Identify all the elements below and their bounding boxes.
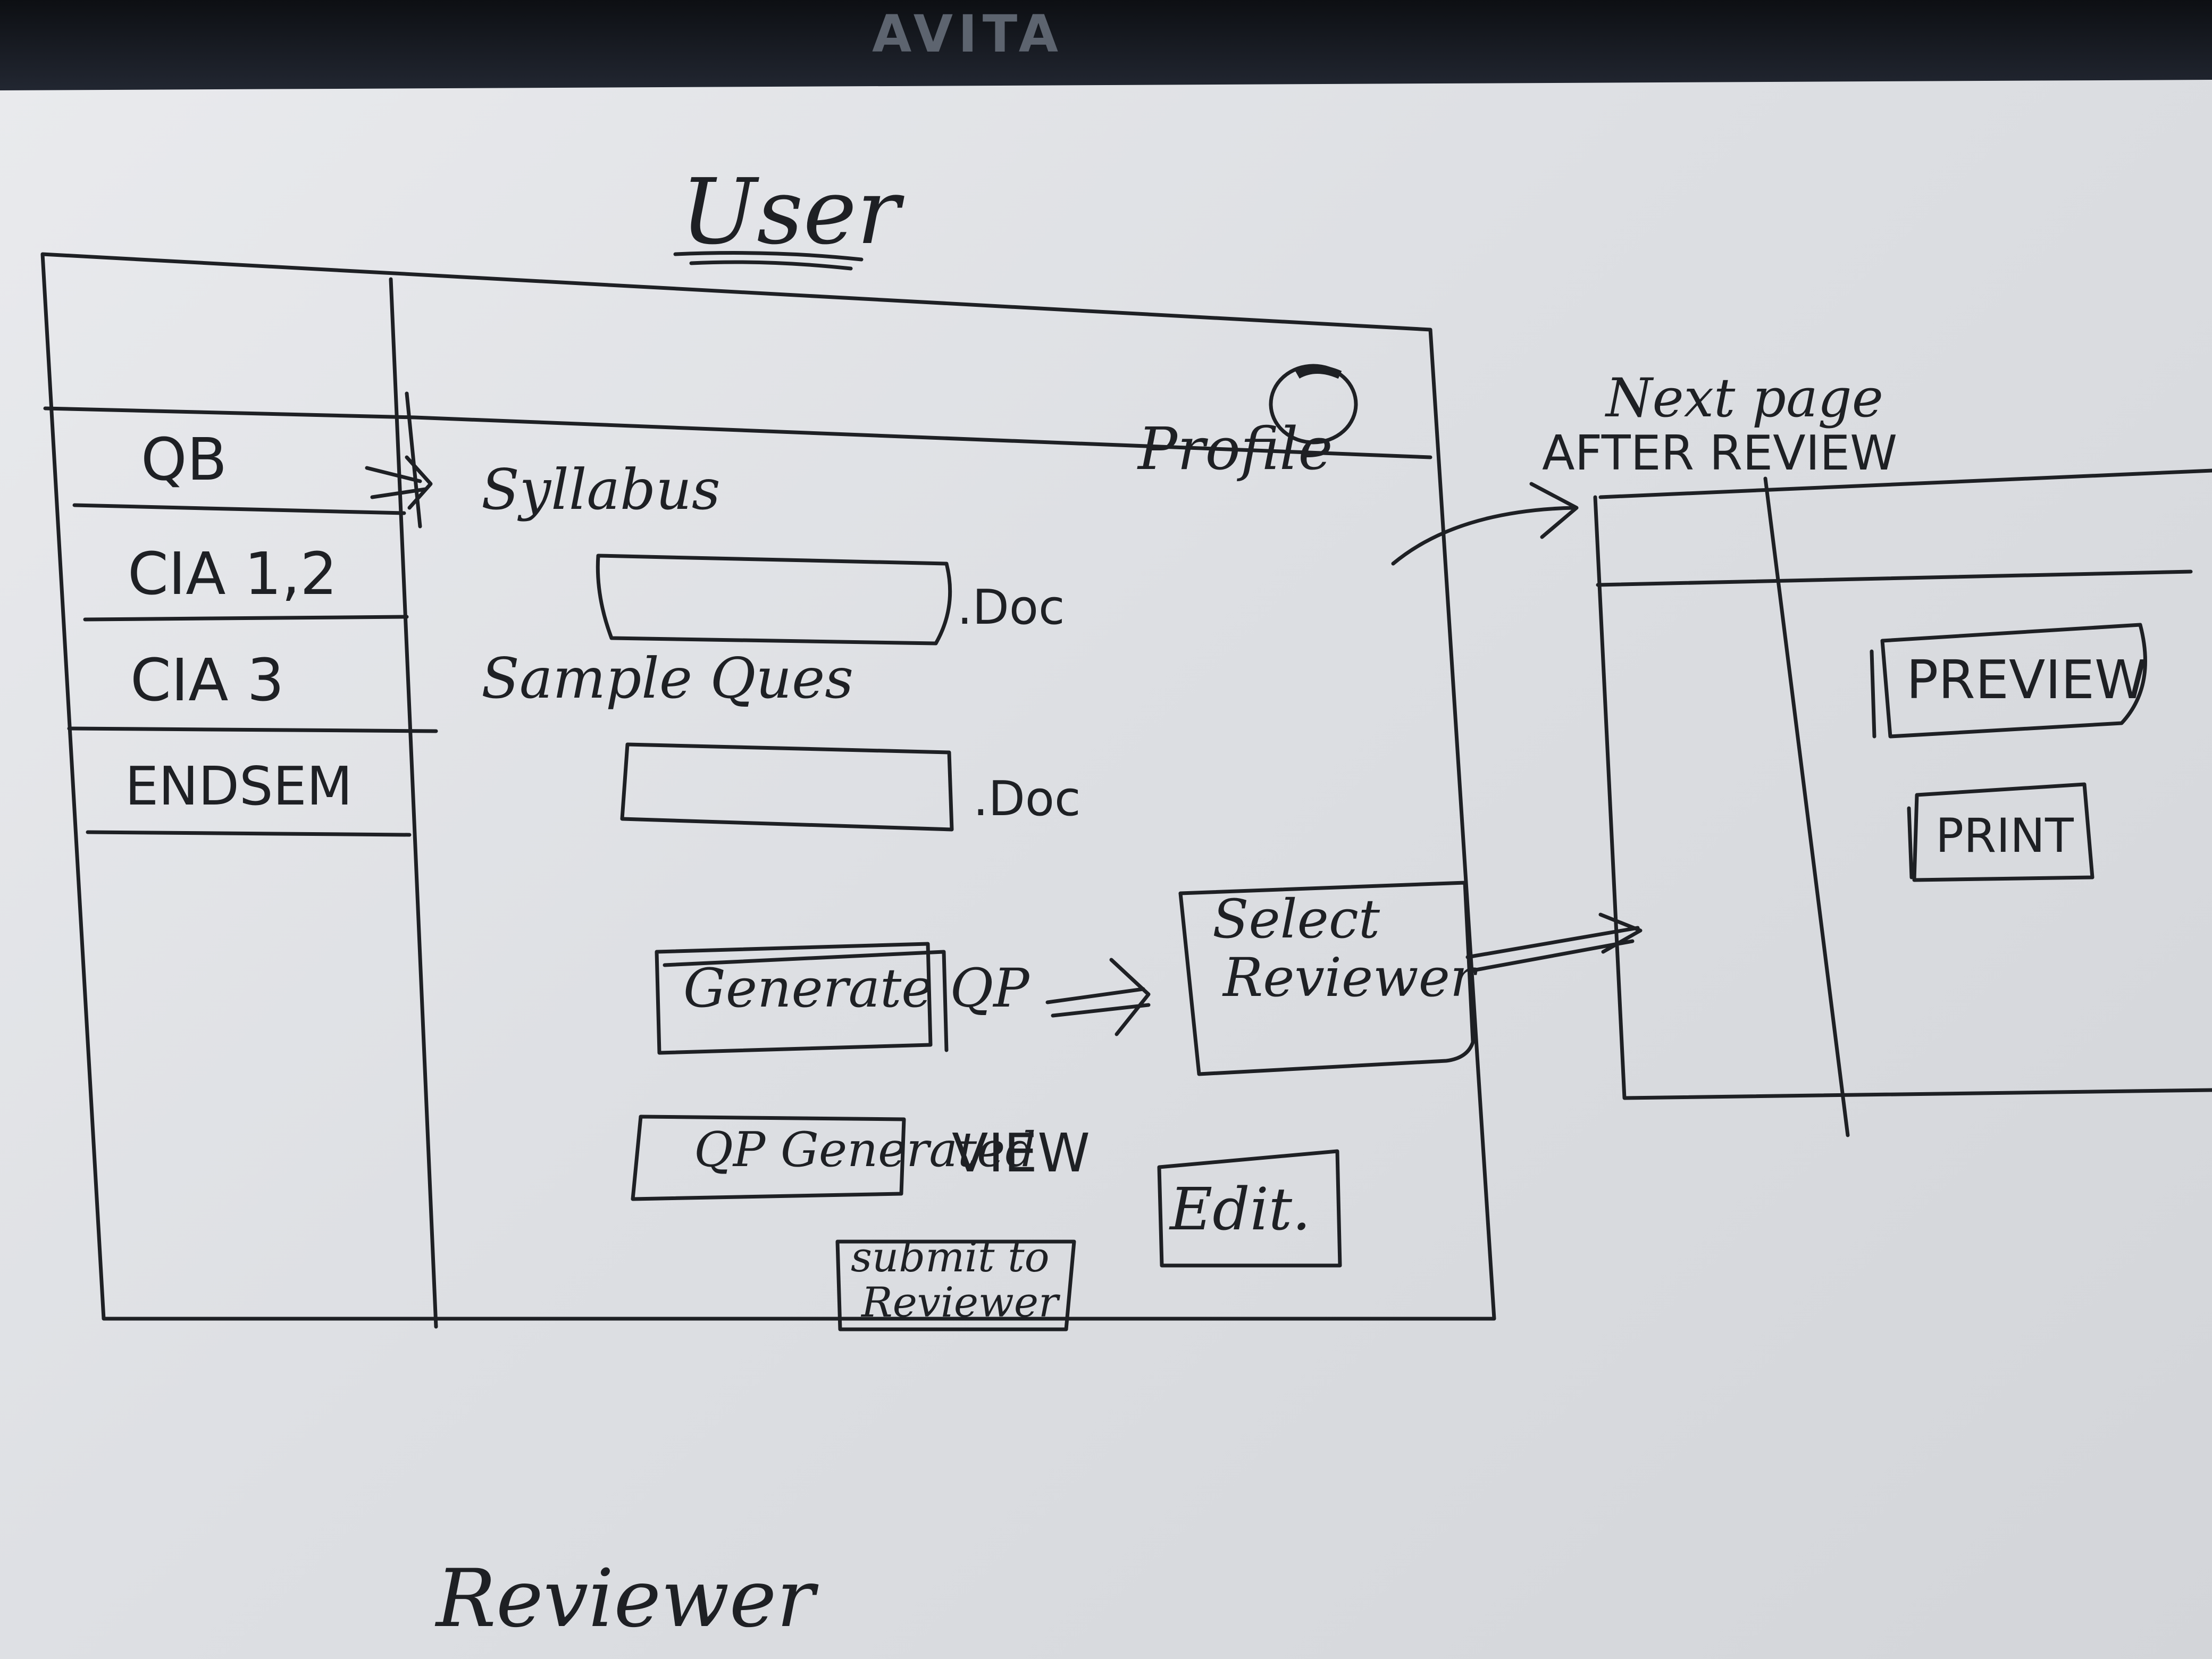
next-page-caption: Next page bbox=[1606, 367, 1883, 429]
sample-ext: .Doc bbox=[973, 771, 1081, 827]
print-button[interactable]: PRINT bbox=[1936, 808, 2074, 863]
header-bar-line bbox=[43, 406, 1432, 459]
syllabus-upload-field[interactable] bbox=[601, 558, 941, 638]
next-window-frame bbox=[1593, 468, 2212, 1100]
edit-frame bbox=[1157, 1149, 1342, 1268]
syllabus-label: Syllabus bbox=[481, 457, 720, 522]
sidebar-item-qb[interactable]: QB bbox=[141, 425, 228, 493]
generate-qp-frame bbox=[655, 942, 933, 1055]
select-reviewer-line1[interactable]: Select bbox=[1212, 888, 1380, 950]
generate-qp-button[interactable]: Generate QP bbox=[683, 957, 1029, 1019]
title-underline bbox=[673, 251, 864, 262]
select-reviewer-frame bbox=[1178, 881, 1475, 1076]
select-reviewer-line2[interactable]: Reviewer bbox=[1223, 946, 1476, 1009]
submit-to-reviewer-line1[interactable]: submit to bbox=[851, 1234, 1050, 1281]
generate-arrow bbox=[1045, 958, 1151, 1036]
syllabus-ext: .Doc bbox=[957, 580, 1065, 635]
preview-frame bbox=[1880, 623, 2147, 739]
print-frame bbox=[1912, 782, 2094, 882]
qb-arrow bbox=[365, 455, 433, 510]
next-window-header-line bbox=[1596, 569, 2193, 587]
sidebar-separator bbox=[67, 726, 438, 733]
sidebar-item-cia-3[interactable]: CIA 3 bbox=[130, 646, 284, 714]
syllabus-upload-box bbox=[596, 554, 952, 646]
qp-generated-label: QP Generated bbox=[694, 1122, 1036, 1178]
user-title: User bbox=[681, 160, 900, 265]
sample-upload-box bbox=[620, 742, 954, 832]
sidebar-item-endsem[interactable]: ENDSEM bbox=[125, 755, 353, 817]
sidebar-separator bbox=[83, 615, 409, 622]
profile-label[interactable]: Profile bbox=[1138, 415, 1333, 483]
submit-to-reviewer-line2[interactable]: Reviewer bbox=[861, 1279, 1059, 1327]
sidebar-divider bbox=[389, 277, 438, 1329]
edit-button[interactable]: Edit. bbox=[1170, 1175, 1311, 1243]
preview-button[interactable]: PREVIEW bbox=[1906, 649, 2147, 711]
laptop-brand-logo: AVITA bbox=[872, 4, 1064, 64]
sidebar-separator bbox=[72, 503, 406, 515]
sample-upload-field[interactable] bbox=[627, 747, 946, 822]
sidebar-separator bbox=[86, 830, 412, 837]
laptop-bezel: AVITA bbox=[0, 0, 2212, 96]
next-window-divider bbox=[1763, 476, 1850, 1137]
reviewer-title: Reviewer bbox=[436, 1553, 815, 1645]
main-window-frame bbox=[40, 252, 1496, 1321]
qp-generated-frame bbox=[631, 1115, 906, 1201]
sample-ques-label: Sample Ques bbox=[481, 646, 854, 711]
paper-sheet bbox=[0, 80, 2212, 1659]
submit-frame bbox=[835, 1239, 1076, 1331]
after-review-caption: AFTER REVIEW bbox=[1542, 425, 1898, 481]
view-button[interactable]: VIEW bbox=[952, 1122, 1090, 1184]
next-page-arrow bbox=[1391, 482, 1579, 566]
sidebar-item-cia-1-2[interactable]: CIA 1,2 bbox=[128, 540, 338, 608]
